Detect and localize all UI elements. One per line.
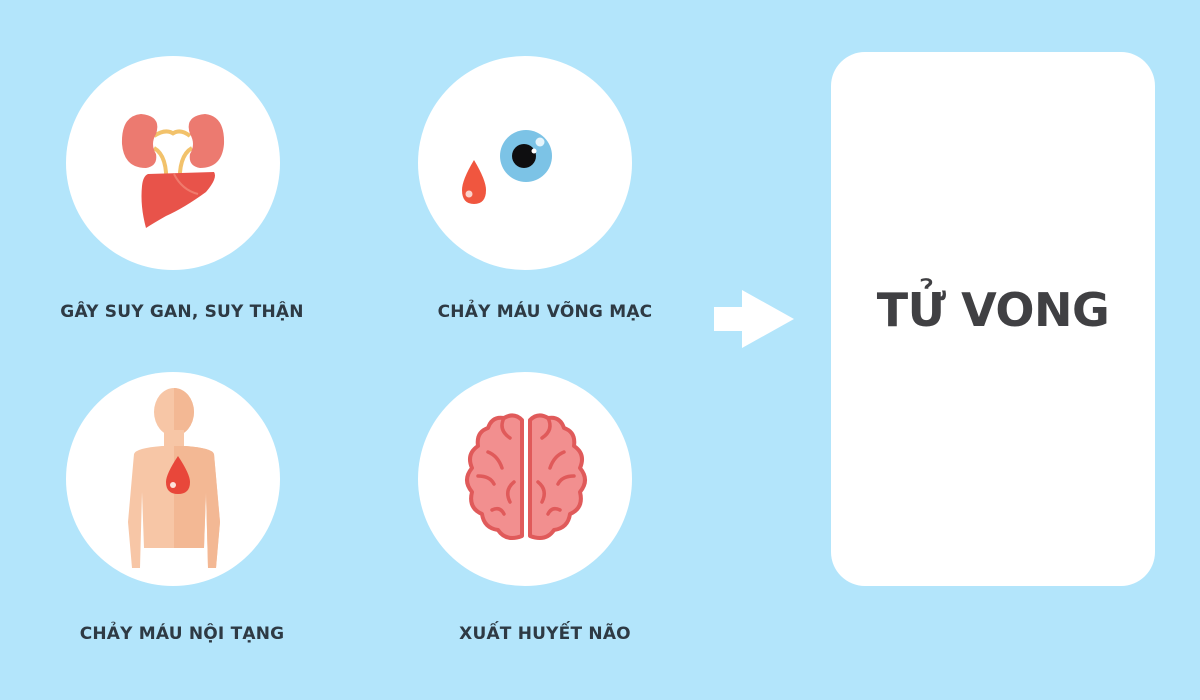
result-card: TỬ VONG bbox=[831, 52, 1155, 586]
right-arrow-icon bbox=[714, 290, 794, 348]
cause-label-internal-bleeding: CHẢY MÁU NỘI TẠNG bbox=[79, 624, 285, 644]
result-label: TỬ VONG bbox=[876, 283, 1110, 337]
internal-bleeding-circle bbox=[66, 372, 280, 586]
cause-label-retina: CHẢY MÁU VÕNG MẠC bbox=[437, 302, 653, 322]
brain-circle bbox=[418, 372, 632, 586]
body-blood-drop-icon bbox=[128, 388, 220, 568]
cause-label-brain: XUẤT HUYẾT NÃO bbox=[459, 624, 631, 644]
liver-kidney-circle bbox=[66, 56, 280, 270]
cause-label-liver-kidney: GÂY SUY GAN, SUY THẬN bbox=[60, 302, 304, 322]
retina-circle bbox=[418, 56, 632, 270]
eye-blood-drop-icon bbox=[462, 130, 552, 204]
kidney-liver-icon bbox=[121, 114, 225, 228]
brain-icon bbox=[465, 413, 587, 540]
